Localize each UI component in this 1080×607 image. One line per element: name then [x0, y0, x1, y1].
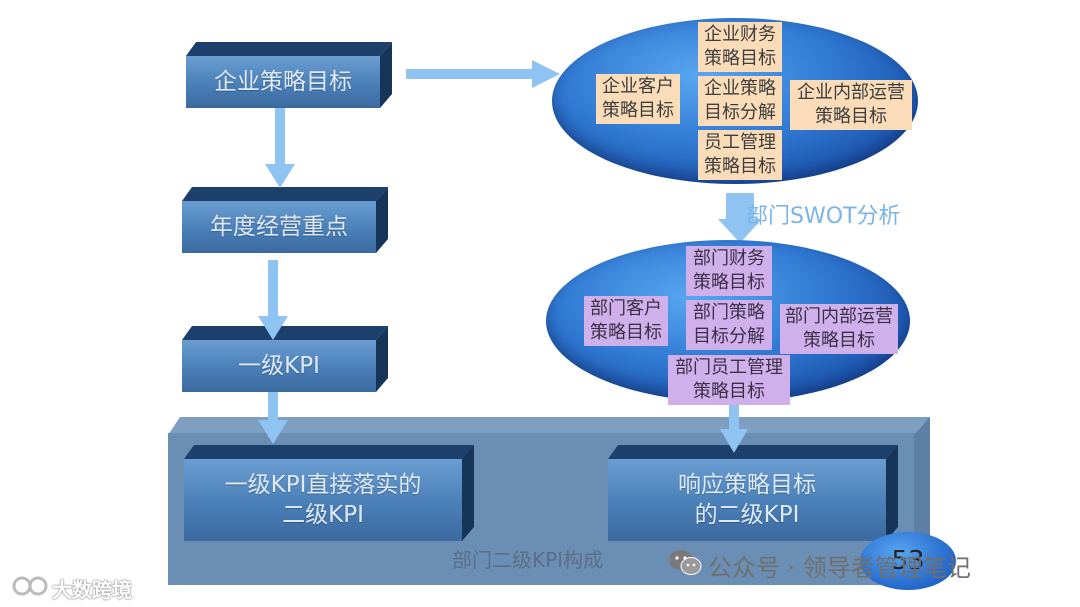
box-direct-level2-kpi: 一级KPI直接落实的二级KPI — [184, 445, 474, 541]
dept-internal-label: 部门内部运营策略目标 — [780, 304, 898, 354]
box-level1-kpi: 一级KPI — [182, 326, 388, 392]
arrow-down-right — [720, 403, 748, 453]
panel-caption: 部门二级KPI构成 — [452, 548, 604, 572]
dept-staff-label: 部门员工管理策略目标 — [668, 355, 790, 405]
watermark-text: 公众号 · 领导者管理笔记 — [708, 554, 971, 582]
box-annual-focus-label: 年度经营重点 — [182, 201, 376, 253]
arrow-down-1 — [265, 108, 295, 188]
arrow-right-1 — [406, 60, 560, 88]
corp-staff-label: 员工管理策略目标 — [698, 130, 782, 180]
box-annual-focus: 年度经营重点 — [182, 187, 388, 253]
arrow-down-3 — [258, 392, 288, 444]
corp-finance-label: 企业财务策略目标 — [698, 22, 782, 72]
box-responsive-level2-kpi-label: 响应策略目标的二级KPI — [608, 459, 886, 541]
arrow-swot-down — [718, 193, 762, 243]
box-responsive-level2-kpi: 响应策略目标的二级KPI — [608, 445, 898, 541]
arrow-down-2 — [258, 260, 288, 340]
dept-customer-label: 部门客户策略目标 — [584, 296, 668, 346]
dept-decompose-label: 部门策略目标分解 — [686, 300, 772, 350]
corp-customer-label: 企业客户策略目标 — [596, 74, 680, 124]
corp-internal-label: 企业内部运营策略目标 — [790, 80, 912, 130]
corp-decompose-label: 企业策略目标分解 — [698, 76, 782, 126]
box-direct-level2-kpi-label: 一级KPI直接落实的二级KPI — [184, 459, 462, 541]
box-corp-strategy: 企业策略目标 — [186, 42, 392, 108]
logo-icon — [12, 574, 50, 602]
box-level1-kpi-label: 一级KPI — [182, 340, 376, 392]
dept-finance-label: 部门财务策略目标 — [686, 246, 772, 296]
wechat-icon — [668, 548, 702, 582]
logo-text: 大数跨境 — [52, 578, 132, 602]
box-corp-strategy-label: 企业策略目标 — [186, 56, 380, 108]
slide-number: 53 — [860, 532, 956, 590]
swot-caption: 部门SWOT分析 — [746, 204, 901, 229]
